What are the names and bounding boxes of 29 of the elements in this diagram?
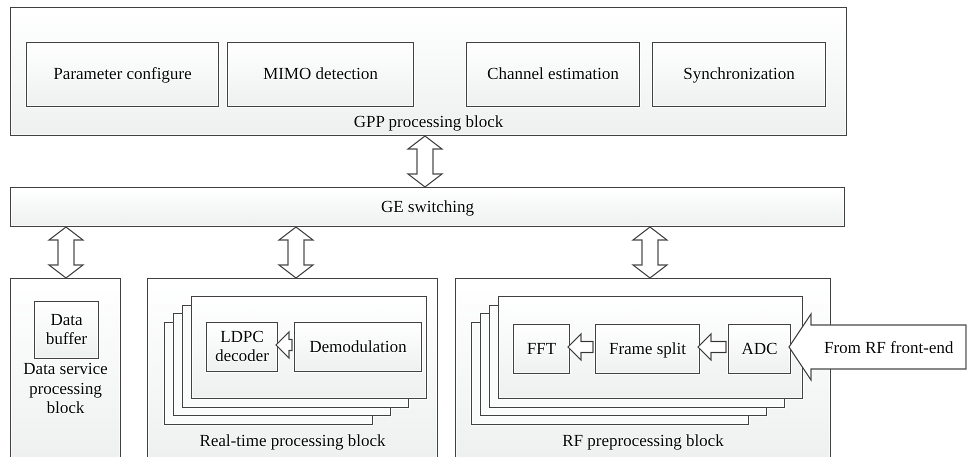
switching-bar: GE switching <box>10 187 845 227</box>
block-title: GPP processing block <box>352 112 504 132</box>
block-title: RF preprocessing block <box>561 431 725 451</box>
stacked-card <box>191 296 427 399</box>
process-box: Synchronization <box>652 42 826 107</box>
block-title: Real-time processing block <box>198 431 386 451</box>
stacked-card <box>498 296 803 399</box>
process-box: Parameter configure <box>26 42 219 107</box>
block-arrow <box>277 226 315 279</box>
processing-block-panel <box>147 278 438 457</box>
process-box: Channel estimation <box>466 42 640 107</box>
block-arrow <box>631 226 669 279</box>
block-arrow <box>788 312 967 382</box>
edge-label: From RF front-end <box>824 338 954 356</box>
process-box: FFT <box>513 324 570 374</box>
process-box: LDPC decoder <box>206 322 278 372</box>
block-title: Data service processing block <box>22 359 109 418</box>
block-arrow <box>567 332 594 362</box>
block-arrow <box>47 226 85 279</box>
process-box: Frame split <box>595 324 700 374</box>
process-box: ADC <box>728 324 791 374</box>
processing-block-panel <box>10 278 121 457</box>
block-arrow <box>697 332 727 362</box>
block-arrow <box>406 135 444 188</box>
process-box: MIMO detection <box>227 42 414 107</box>
process-box: Data buffer <box>34 301 99 359</box>
processing-block-panel <box>10 7 847 136</box>
process-box: Demodulation <box>294 322 422 372</box>
block-arrow <box>275 330 293 360</box>
